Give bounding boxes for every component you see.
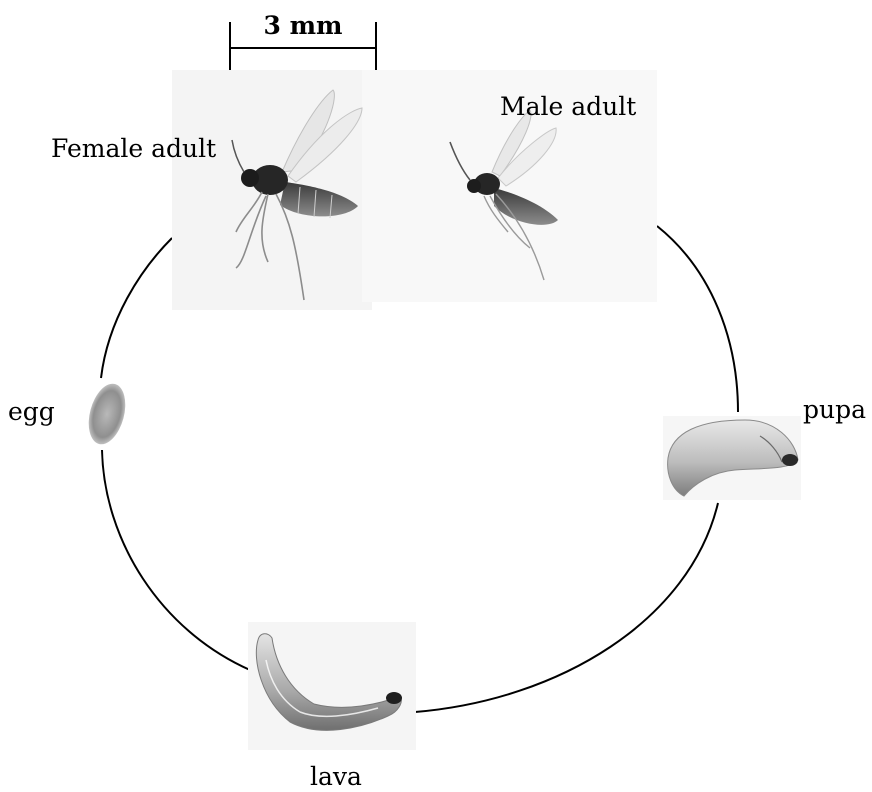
- scale-bar: 3 mm: [230, 11, 376, 72]
- scale-bar-label: 3 mm: [263, 11, 342, 40]
- arc-pupa-to-male: [657, 226, 738, 412]
- larva-label: lava: [310, 762, 362, 791]
- arc-female-to-egg: [101, 238, 172, 378]
- egg-specimen: [83, 380, 132, 449]
- arc-egg-to-larva: [102, 450, 250, 670]
- male-adult-label: Male adult: [500, 92, 636, 121]
- arc-larva-to-pupa: [415, 503, 718, 712]
- egg-label: egg: [8, 397, 55, 426]
- pupa-label: pupa: [803, 395, 866, 424]
- female-adult-label: Female adult: [51, 134, 216, 163]
